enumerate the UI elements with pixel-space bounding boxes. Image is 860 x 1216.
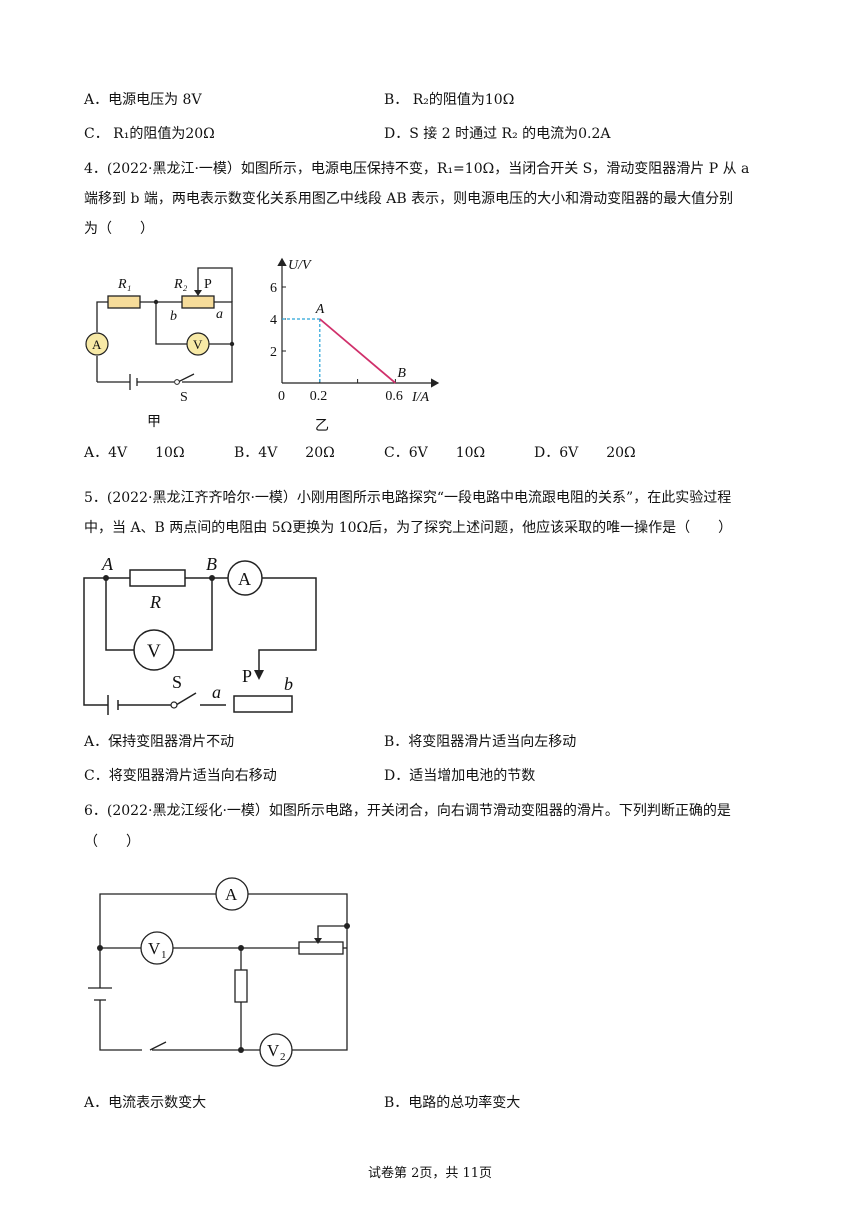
label-A: A [101, 554, 114, 574]
q5-option-c: C．将变阻器滑片适当向右移动 [84, 768, 277, 784]
caption-jia: 甲 [147, 415, 161, 430]
y-tick-label: 6 [270, 281, 277, 296]
x-tick-label: 0.6 [385, 389, 403, 404]
x-axis-label: I/A [411, 390, 430, 405]
label-b: b [170, 309, 177, 324]
q4-stem-line-2: 端移到 b 端，两电表示数变化关系用图乙中线段 AB 表示，则电源电压的大小和滑… [84, 191, 734, 207]
point-label-a: A [315, 302, 325, 317]
q6-stem-line-2: （ ） [84, 834, 140, 850]
label-P: P [242, 666, 252, 686]
ammeter-label: A [238, 569, 251, 589]
voltmeter-label: V [193, 337, 203, 352]
q5-stem-line-1: 5．(2022·黑龙江齐齐哈尔·一模）小刚用图所示电路探究“一段电路中电流跟电阻… [84, 490, 732, 506]
y-axis-label: U/V [288, 258, 312, 273]
q5-option-b: B．将变阻器滑片适当向左移动 [384, 734, 577, 750]
label-a: a [216, 307, 223, 322]
point-label-b: B [397, 366, 406, 381]
q6-circuit: A V 1 V 2 [88, 877, 350, 1067]
switch-label: S [180, 390, 188, 405]
v2-subscript: 2 [280, 1051, 286, 1063]
label-B: B [206, 554, 217, 574]
caption-yi: 乙 [315, 418, 329, 434]
label-S: S [172, 672, 182, 692]
y-tick-label: 2 [270, 345, 277, 360]
v1-subscript: 1 [161, 949, 167, 961]
y-tick-label: 4 [270, 313, 277, 328]
q4-option-b: B．4V 20Ω [234, 445, 335, 461]
q3-option-a: A．电源电压为 8V [84, 92, 202, 108]
q4-circuit-jia: R₁ R₂ P b a A V S 甲 [85, 267, 235, 430]
q5-option-a: A．保持变阻器滑片不动 [84, 734, 235, 750]
q4-stem-line-1: 4．(2022·黑龙江·一模）如图所示，电源电压保持不变，R₁=10Ω，当闭合开… [84, 161, 750, 177]
label-r2: R₂ [173, 277, 188, 292]
q4-graph-yi: 2 4 6 0 0.2 0.6 A B U/V I/A 乙 [270, 257, 440, 434]
page-footer: 试卷第 2页，共 11页 [367, 1166, 493, 1181]
q5-stem-line-2: 中，当 A、B 两点间的电阻由 5Ω更换为 10Ω后，为了探究上述问题，他应该采… [84, 520, 733, 536]
q5-circuit: A B R A V S P a b [83, 554, 317, 715]
label-b: b [284, 674, 293, 694]
ammeter-label: A [225, 885, 238, 904]
q6-option-b: B．电路的总功率变大 [384, 1095, 521, 1111]
q5-option-d: D．适当增加电池的节数 [384, 768, 536, 784]
q4-option-a: A．4V 10Ω [84, 445, 185, 461]
x-tick-label: 0 [278, 389, 285, 404]
x-tick-label: 0.2 [310, 389, 328, 404]
label-R: R [149, 592, 161, 612]
q6-stem-line-1: 6．(2022·黑龙江绥化·一模）如图所示电路，开关闭合，向右调节滑动变阻器的滑… [84, 803, 731, 819]
label-r1: R₁ [117, 277, 131, 292]
label-a: a [212, 682, 221, 702]
ammeter-label: A [92, 337, 102, 352]
voltmeter-label: V [147, 641, 161, 662]
v1-label: V [148, 939, 161, 958]
v2-label: V [267, 1041, 280, 1060]
q3-option-d: D．S 接 2 时通过 R₂ 的电流为0.2A [384, 126, 611, 142]
q6-option-a: A．电流表示数变大 [84, 1095, 207, 1111]
q4-stem-line-3: 为（ ） [84, 221, 154, 237]
q4-option-d: D．6V 20Ω [534, 445, 636, 461]
q4-option-c: C．6V 10Ω [384, 445, 486, 461]
segment-ab [319, 318, 396, 384]
label-p: P [204, 277, 212, 292]
q3-option-c: C． R₁的阻值为20Ω [84, 126, 215, 142]
q3-option-b: B． R₂的阻值为10Ω [384, 92, 515, 108]
